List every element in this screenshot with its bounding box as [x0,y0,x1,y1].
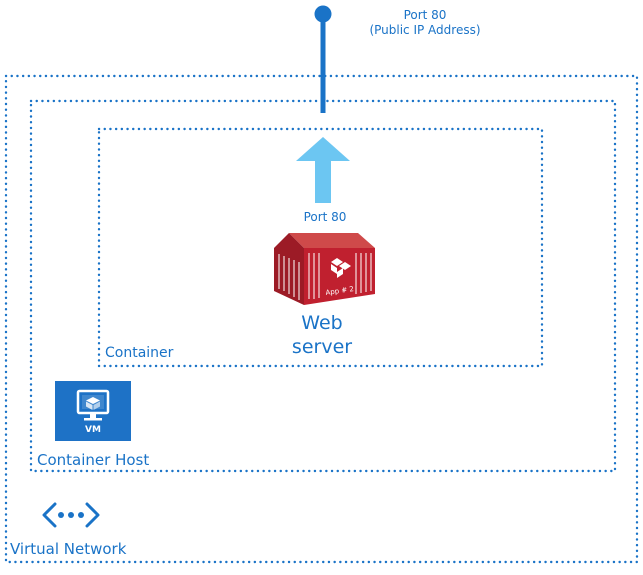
container-boundary [97,127,544,368]
public-ip-text: (Public IP Address) [369,23,481,37]
container-app-label: App # 2 [325,285,354,297]
public-port-label: Port 80 (Public IP Address) [340,8,510,38]
web-server-line1: Web [301,312,343,334]
shipping-container-icon: App # 2 [274,233,375,305]
virtual-network-zone-label: Virtual Network [10,540,127,558]
vm-label: VM [85,425,101,435]
container-zone-label: Container [105,345,174,361]
traffic-up-arrow-icon [296,137,350,203]
container-host-zone-label: Container Host [37,451,150,469]
web-server-label: Web server [262,311,382,359]
monitor-icon [76,389,110,421]
public-port-endpoint-icon [314,5,332,23]
container-port-label: Port 80 [303,210,347,224]
public-port-number: Port 80 [403,8,447,22]
virtual-network-icon [42,502,100,528]
web-server-line2: server [291,336,353,358]
vm-icon: VM [55,381,131,441]
